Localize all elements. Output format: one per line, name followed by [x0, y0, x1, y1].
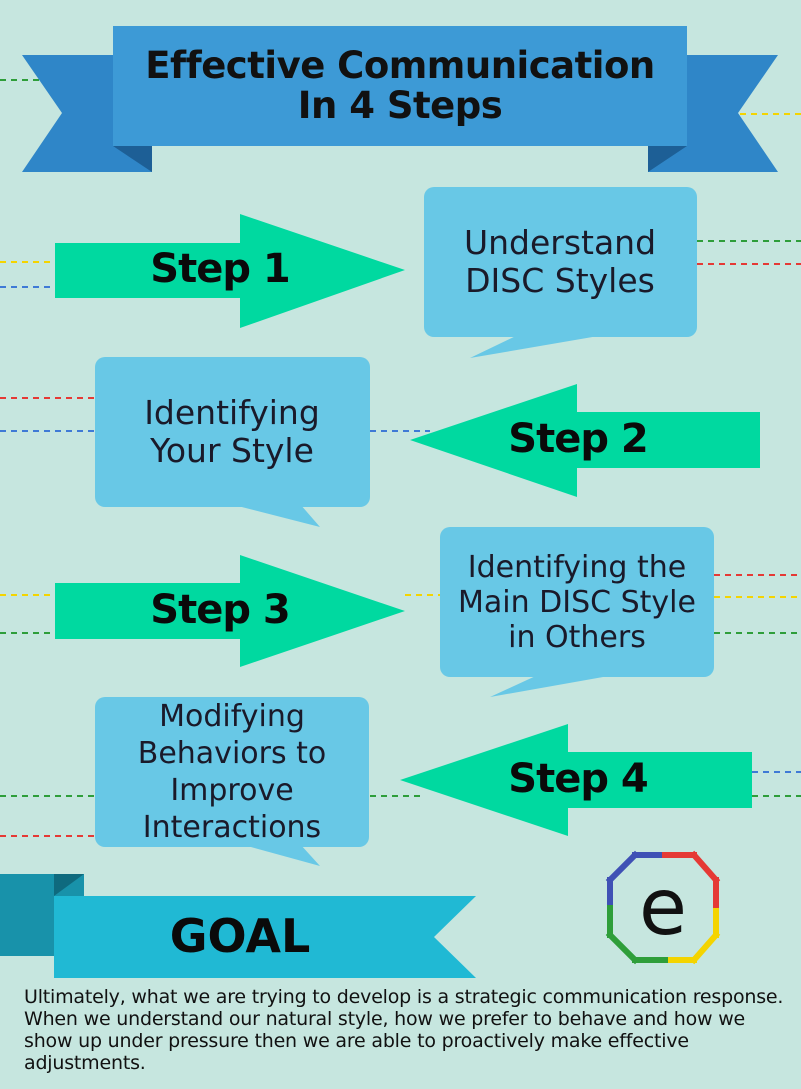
logo-letter: e — [639, 863, 687, 953]
step-4-label: Step 4 — [508, 756, 648, 802]
step-3-label: Step 3 — [150, 587, 290, 633]
title-ribbon — [22, 26, 778, 172]
step-2-label: Step 2 — [508, 416, 648, 462]
step-3-text: Identifying the Main DISC Style in Other… — [458, 549, 696, 655]
logo-octagon — [605, 850, 721, 965]
page-title: Effective Communication In 4 Steps — [113, 26, 687, 146]
step-1-label: Step 1 — [150, 246, 290, 292]
step-3-arrow — [55, 555, 405, 667]
goal-ribbon — [0, 874, 476, 978]
step-4-arrow — [400, 724, 752, 836]
goal-label: GOAL — [169, 909, 311, 963]
speech-bubbles — [95, 187, 714, 866]
title-line-2: In 4 Steps — [297, 84, 503, 127]
goal-description: Ultimately, what we are trying to develo… — [24, 986, 784, 1074]
decorative-dashed-lines — [0, 79, 801, 837]
step-1-arrow — [55, 214, 405, 328]
title-line-1: Effective Communication — [145, 44, 655, 87]
step-2-text: Identifying Your Style — [144, 393, 320, 470]
step-2-arrow — [410, 384, 760, 497]
step-4-text: Modifying Behaviors to Improve Interacti… — [137, 699, 327, 845]
step-1-text: Understand DISC Styles — [463, 223, 657, 300]
